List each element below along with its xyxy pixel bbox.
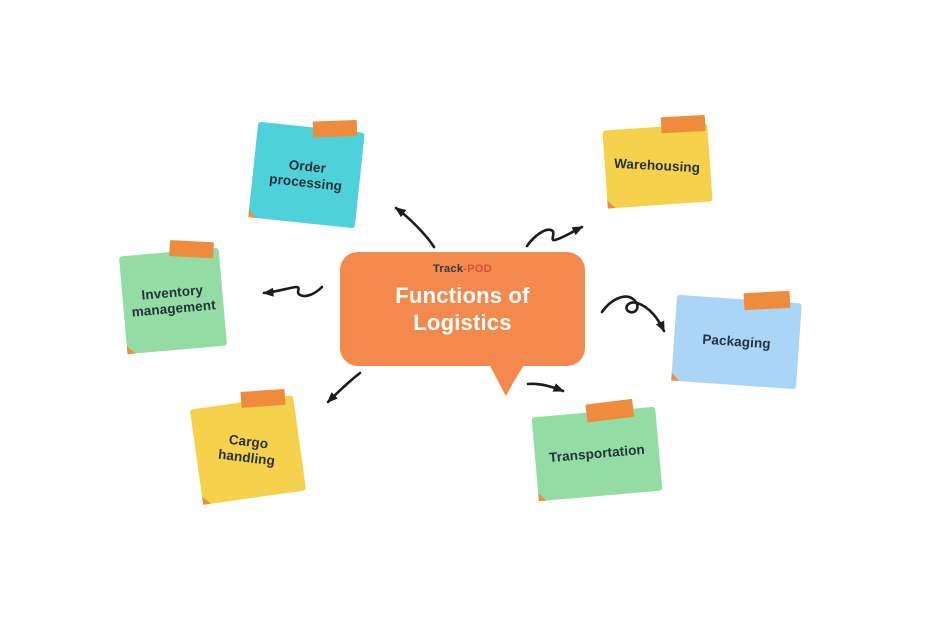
- arrow-to-warehousing-icon: [525, 225, 584, 248]
- note-label: Packaging: [701, 331, 772, 352]
- tape-icon: [312, 119, 358, 138]
- corner-fold-icon: [671, 372, 680, 382]
- brand-logo: Track-POD: [433, 263, 492, 275]
- arrow-to-transportation-icon: [526, 382, 565, 393]
- note-transportation: Transportation: [531, 398, 663, 502]
- corner-fold-icon: [607, 200, 616, 209]
- brand-separator: -: [463, 263, 468, 275]
- note-label: Inventory management: [131, 282, 217, 320]
- corner-fold-icon: [538, 492, 547, 502]
- note-order-processing: Order processing: [248, 119, 365, 229]
- tape-icon: [169, 240, 214, 259]
- note-label: Warehousing: [614, 155, 701, 176]
- note-label: Cargo handling: [217, 431, 277, 469]
- center-bubble: Track-POD Functions of Logistics: [340, 252, 585, 366]
- tape-icon: [240, 388, 286, 408]
- bubble-tail: [488, 362, 526, 396]
- arrow-to-packaging-icon: [600, 295, 666, 333]
- corner-fold-icon: [202, 495, 212, 505]
- note-cargo-handling: Cargo handling: [189, 388, 307, 505]
- note-label: Transportation: [548, 441, 646, 466]
- brand-pod: POD: [467, 263, 492, 275]
- tape-icon: [585, 398, 635, 423]
- arrow-to-inventory-management-icon: [262, 285, 324, 298]
- corner-fold-icon: [248, 209, 258, 218]
- note-warehousing: Warehousing: [602, 114, 713, 209]
- note-label: Order processing: [268, 157, 343, 194]
- arrow-to-cargo-handling-icon: [326, 371, 362, 404]
- tape-icon: [743, 290, 791, 311]
- brand-track: Track: [433, 263, 464, 275]
- diagram-title: Functions of Logistics: [395, 283, 530, 335]
- arrow-to-order-processing-icon: [394, 206, 436, 249]
- note-inventory-management: Inventory management: [118, 240, 228, 355]
- corner-fold-icon: [126, 345, 136, 355]
- note-packaging: Packaging: [671, 290, 802, 390]
- tape-icon: [660, 114, 706, 134]
